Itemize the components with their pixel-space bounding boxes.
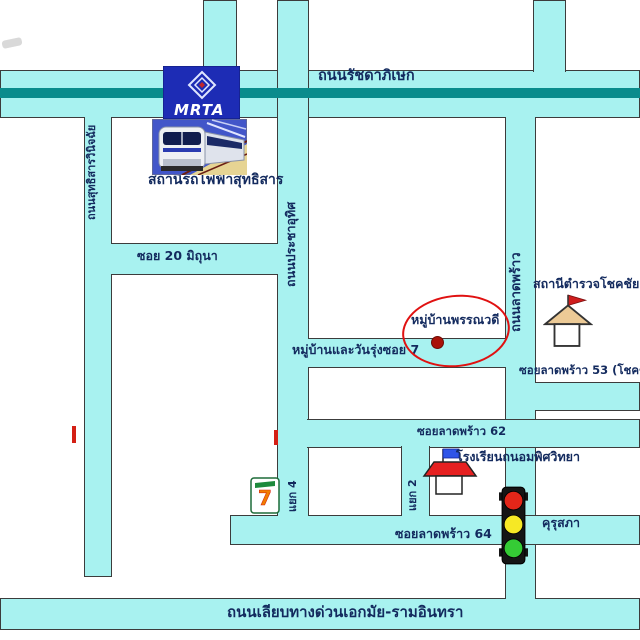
road-junction-patch xyxy=(504,339,509,367)
blue-flag-icon xyxy=(442,448,460,459)
road-stub-north-b xyxy=(533,0,566,72)
road-liap-expressway xyxy=(0,598,640,630)
road-junction-patch xyxy=(85,116,111,120)
label-road-liap-expressway: ถนนเลียบทางด่วนเอกมัย-รามอินทรา xyxy=(227,603,464,621)
road-junction-patch xyxy=(534,69,565,73)
road-junction-patch xyxy=(402,513,429,518)
label-phannawadee-village: หมู่บ้านพรรณวดี xyxy=(411,312,500,327)
label-police-station: สถานีตำรวจโชคชัย xyxy=(533,276,640,291)
road-junction-patch xyxy=(305,420,310,447)
school-icon xyxy=(421,446,479,498)
road-junction-patch xyxy=(109,244,114,274)
red-tick-marker xyxy=(274,430,278,445)
road-junction-patch xyxy=(278,513,308,518)
label-road-ratchadaphisek: ถนนรัชดาภิเษก xyxy=(318,68,415,84)
scan-smudge xyxy=(1,37,23,49)
road-junction-patch xyxy=(506,116,535,120)
police-station-icon xyxy=(542,293,594,347)
mrta-logo-icon: MRTA xyxy=(162,65,241,120)
seven-numeral: 7 xyxy=(258,486,272,510)
road-soi-lat-phrao-64 xyxy=(230,515,640,545)
road-soi-20-mithuna xyxy=(111,243,278,275)
red-flag-icon xyxy=(567,294,588,307)
mrt-line-stripe xyxy=(0,88,640,98)
label-kurusapha: คุรุสภา xyxy=(542,515,580,530)
label-yaek-4: แยก 4 xyxy=(286,480,299,512)
road-junction-patch xyxy=(533,383,538,410)
seven-eleven-icon: 7 xyxy=(250,477,280,515)
road-sutthisan-winitchai xyxy=(84,117,112,577)
label-road-sutthisan-winitchai: ถนนสุทธิสารวินิจฉัย xyxy=(85,124,98,220)
label-road-lat-phrao: ถนนลาดพร้าว xyxy=(509,252,524,332)
road-soi-lat-phrao-62 xyxy=(307,419,640,448)
road-junction-patch xyxy=(504,420,537,447)
traffic-light-icon xyxy=(499,486,528,565)
label-muban-wanrung-soi7: หมู่บ้านและวันรุ่งซอย 7 xyxy=(292,342,420,357)
road-muban-soi-7 xyxy=(308,338,506,368)
mrta-diamond-emblem xyxy=(187,70,217,100)
mrta-station-caption: สถานีรถไฟฟ้าสุทธิสาร xyxy=(148,172,284,188)
label-road-pracha-uthit: ถนนประชาอุทิศ xyxy=(283,201,298,287)
label-soi-lat-phrao-53: ซอยลาดพร้าว 53 (โชคชัย 4) xyxy=(519,363,640,377)
label-soi-20-mithuna: ซอย 20 มิถุนา xyxy=(137,248,218,263)
road-junction-patch xyxy=(306,339,311,367)
road-soi-lat-phrao-53 xyxy=(535,382,640,411)
label-soi-lat-phrao-64: ซอยลาดพร้าว 64 xyxy=(395,526,492,541)
label-school: โรงเรียนถนอมพิศวิทยา xyxy=(456,449,581,464)
red-location-dot xyxy=(431,336,444,349)
red-tick-marker xyxy=(72,426,76,443)
label-yaek-2: แยก 2 xyxy=(406,479,419,511)
train-photo-icon xyxy=(151,118,248,176)
road-junction-patch xyxy=(402,445,429,449)
road-junction-patch xyxy=(506,597,535,601)
road-stub-north-a xyxy=(203,0,237,72)
mrta-logo-text: MRTA xyxy=(174,101,224,119)
label-soi-lat-phrao-62: ซอยลาดพร้าว 62 xyxy=(417,424,507,438)
road-junction-patch xyxy=(276,244,281,274)
